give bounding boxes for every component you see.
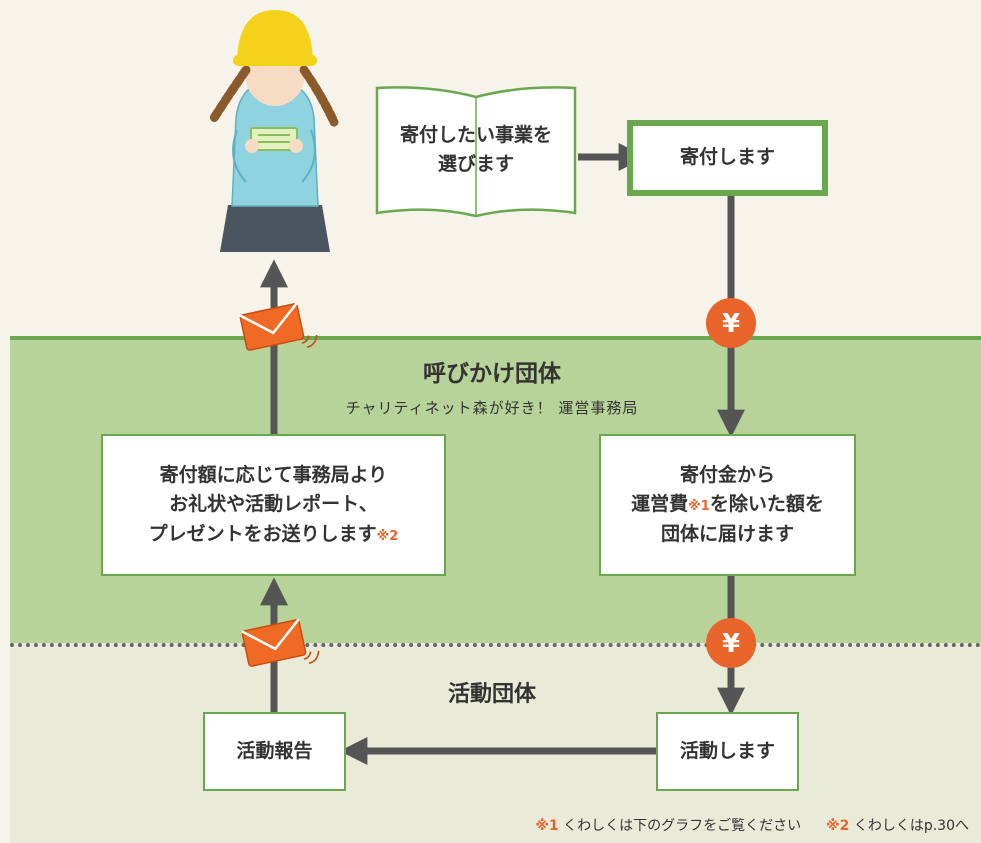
thanks-line3-text: プレゼントをお送りします — [148, 522, 377, 545]
activity-organization-area — [10, 643, 981, 843]
footnote-1-mark: ※1 — [535, 818, 559, 834]
select-project-book: 寄付したい事業を 選びます — [375, 85, 577, 218]
activity-label: 活動します — [679, 739, 775, 762]
thanks-line2: お礼状や活動レポート、 — [169, 493, 378, 516]
thanks-line1: 寄付額に応じて事務局より — [159, 463, 388, 486]
footnote-2-mark: ※2 — [826, 818, 850, 834]
yen-coin-icon: ¥ — [706, 618, 756, 668]
thanks-box: 寄付額に応じて事務局より お礼状や活動レポート、 プレゼントをお送りします※2 — [101, 434, 446, 576]
note-mark-1: ※1 — [688, 499, 710, 515]
footnote-2-text: くわしくはp.30へ — [853, 818, 969, 834]
activity-report-label: 活動報告 — [236, 739, 313, 762]
svg-text:¥: ¥ — [722, 309, 740, 339]
activity-organization-title: 活動団体 — [447, 682, 536, 707]
envelope-icon — [241, 618, 320, 667]
open-book-icon — [375, 86, 577, 218]
footnote-1-text: くわしくは下のグラフをご覧ください — [563, 818, 802, 834]
forward-line2: 運営費※1を除いた額を — [631, 490, 824, 519]
calling-organization-title: 呼びかけ団体 — [423, 361, 561, 387]
thanks-line3: プレゼントをお送りします※2 — [149, 520, 399, 549]
svg-text:¥: ¥ — [722, 629, 740, 659]
forward-funds-box: 寄付金から 運営費※1を除いた額を 団体に届けます — [599, 434, 856, 576]
donor-person-illustration — [209, 10, 339, 252]
select-project-line1: 寄付したい事業を — [399, 124, 552, 146]
select-project-line2: 選びます — [437, 153, 514, 176]
activity-box: 活動します — [656, 712, 799, 791]
calling-organization-subtitle: チャリティネット森が好き！ 運営事務局 — [345, 399, 639, 417]
forward-line3: 団体に届けます — [660, 522, 794, 545]
footnotes: ※1 くわしくは下のグラフをご覧ください ※2 くわしくはp.30へ — [535, 815, 969, 835]
forward-line1: 寄付金から — [679, 463, 775, 486]
donate-box: 寄付します — [627, 120, 828, 196]
envelope-icon — [239, 302, 318, 351]
forward-line2-post: を除いた額を — [709, 493, 824, 516]
activity-report-box: 活動報告 — [203, 712, 346, 791]
donate-label: 寄付します — [679, 146, 775, 169]
note-mark-2: ※2 — [376, 528, 399, 544]
yen-coin-icon: ¥ — [706, 298, 756, 348]
forward-line2-pre: 運営費 — [631, 493, 689, 516]
